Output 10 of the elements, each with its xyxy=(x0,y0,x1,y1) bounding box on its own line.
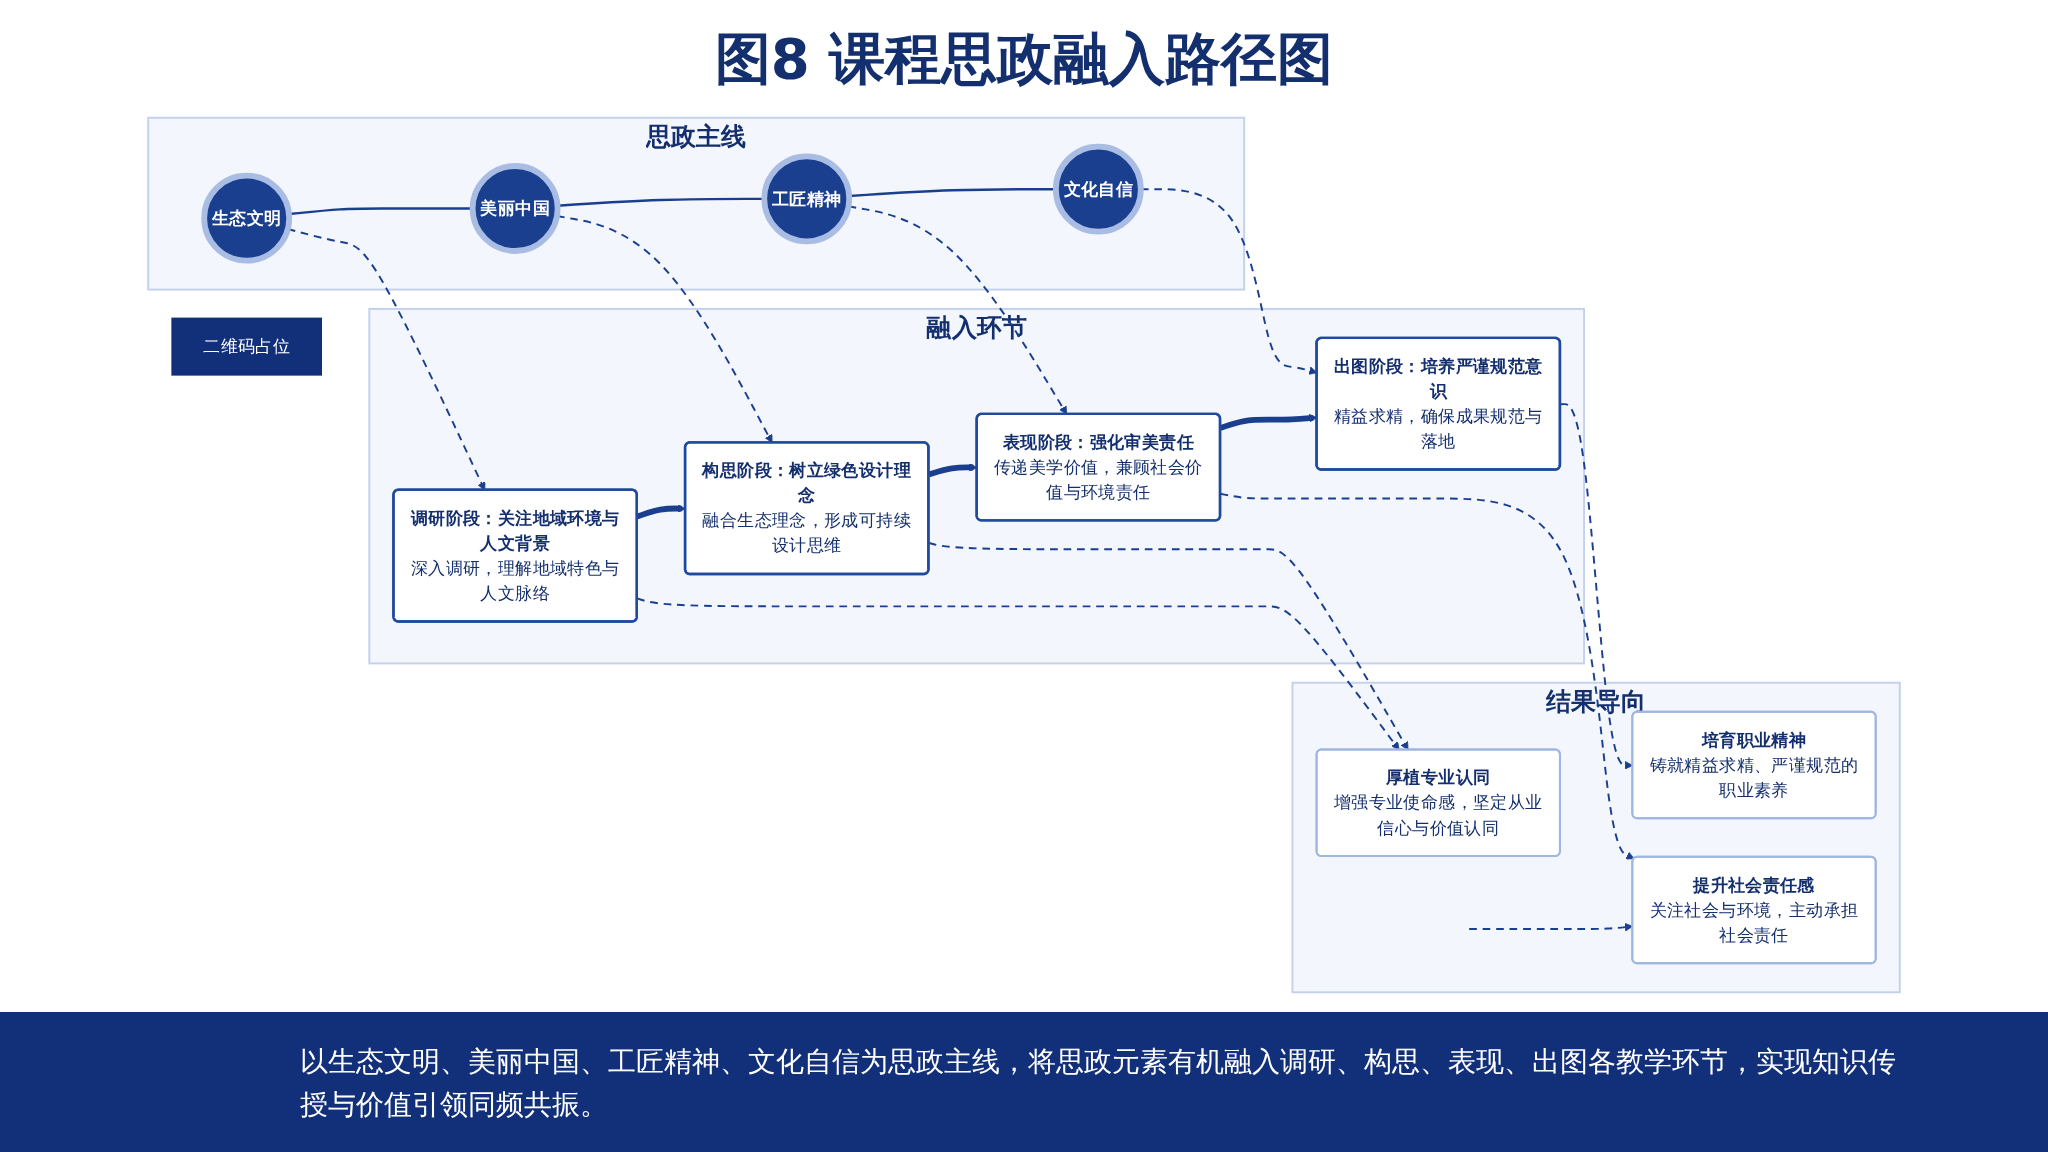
arrow xyxy=(636,504,686,520)
node-circle: 工匠精神 xyxy=(761,153,853,245)
diagram-title: 图8 课程思政融入路径图 xyxy=(714,25,1334,93)
node-box: 二维码占位 xyxy=(171,317,322,376)
caption: 以生态文明、美丽中国、工匠精神、文化自信为思政主线，将思政元素有机融入调研、构思、表现、出图各教学环节，实现知识传授与价值引领同频共振。 xyxy=(300,1044,1897,1124)
node-circle: 生态文明 xyxy=(201,172,293,264)
connector xyxy=(849,187,1056,198)
node-circle: 美丽中国 xyxy=(469,163,561,254)
arrow xyxy=(636,597,1400,751)
node-circle: 文化自信 xyxy=(1052,143,1144,235)
